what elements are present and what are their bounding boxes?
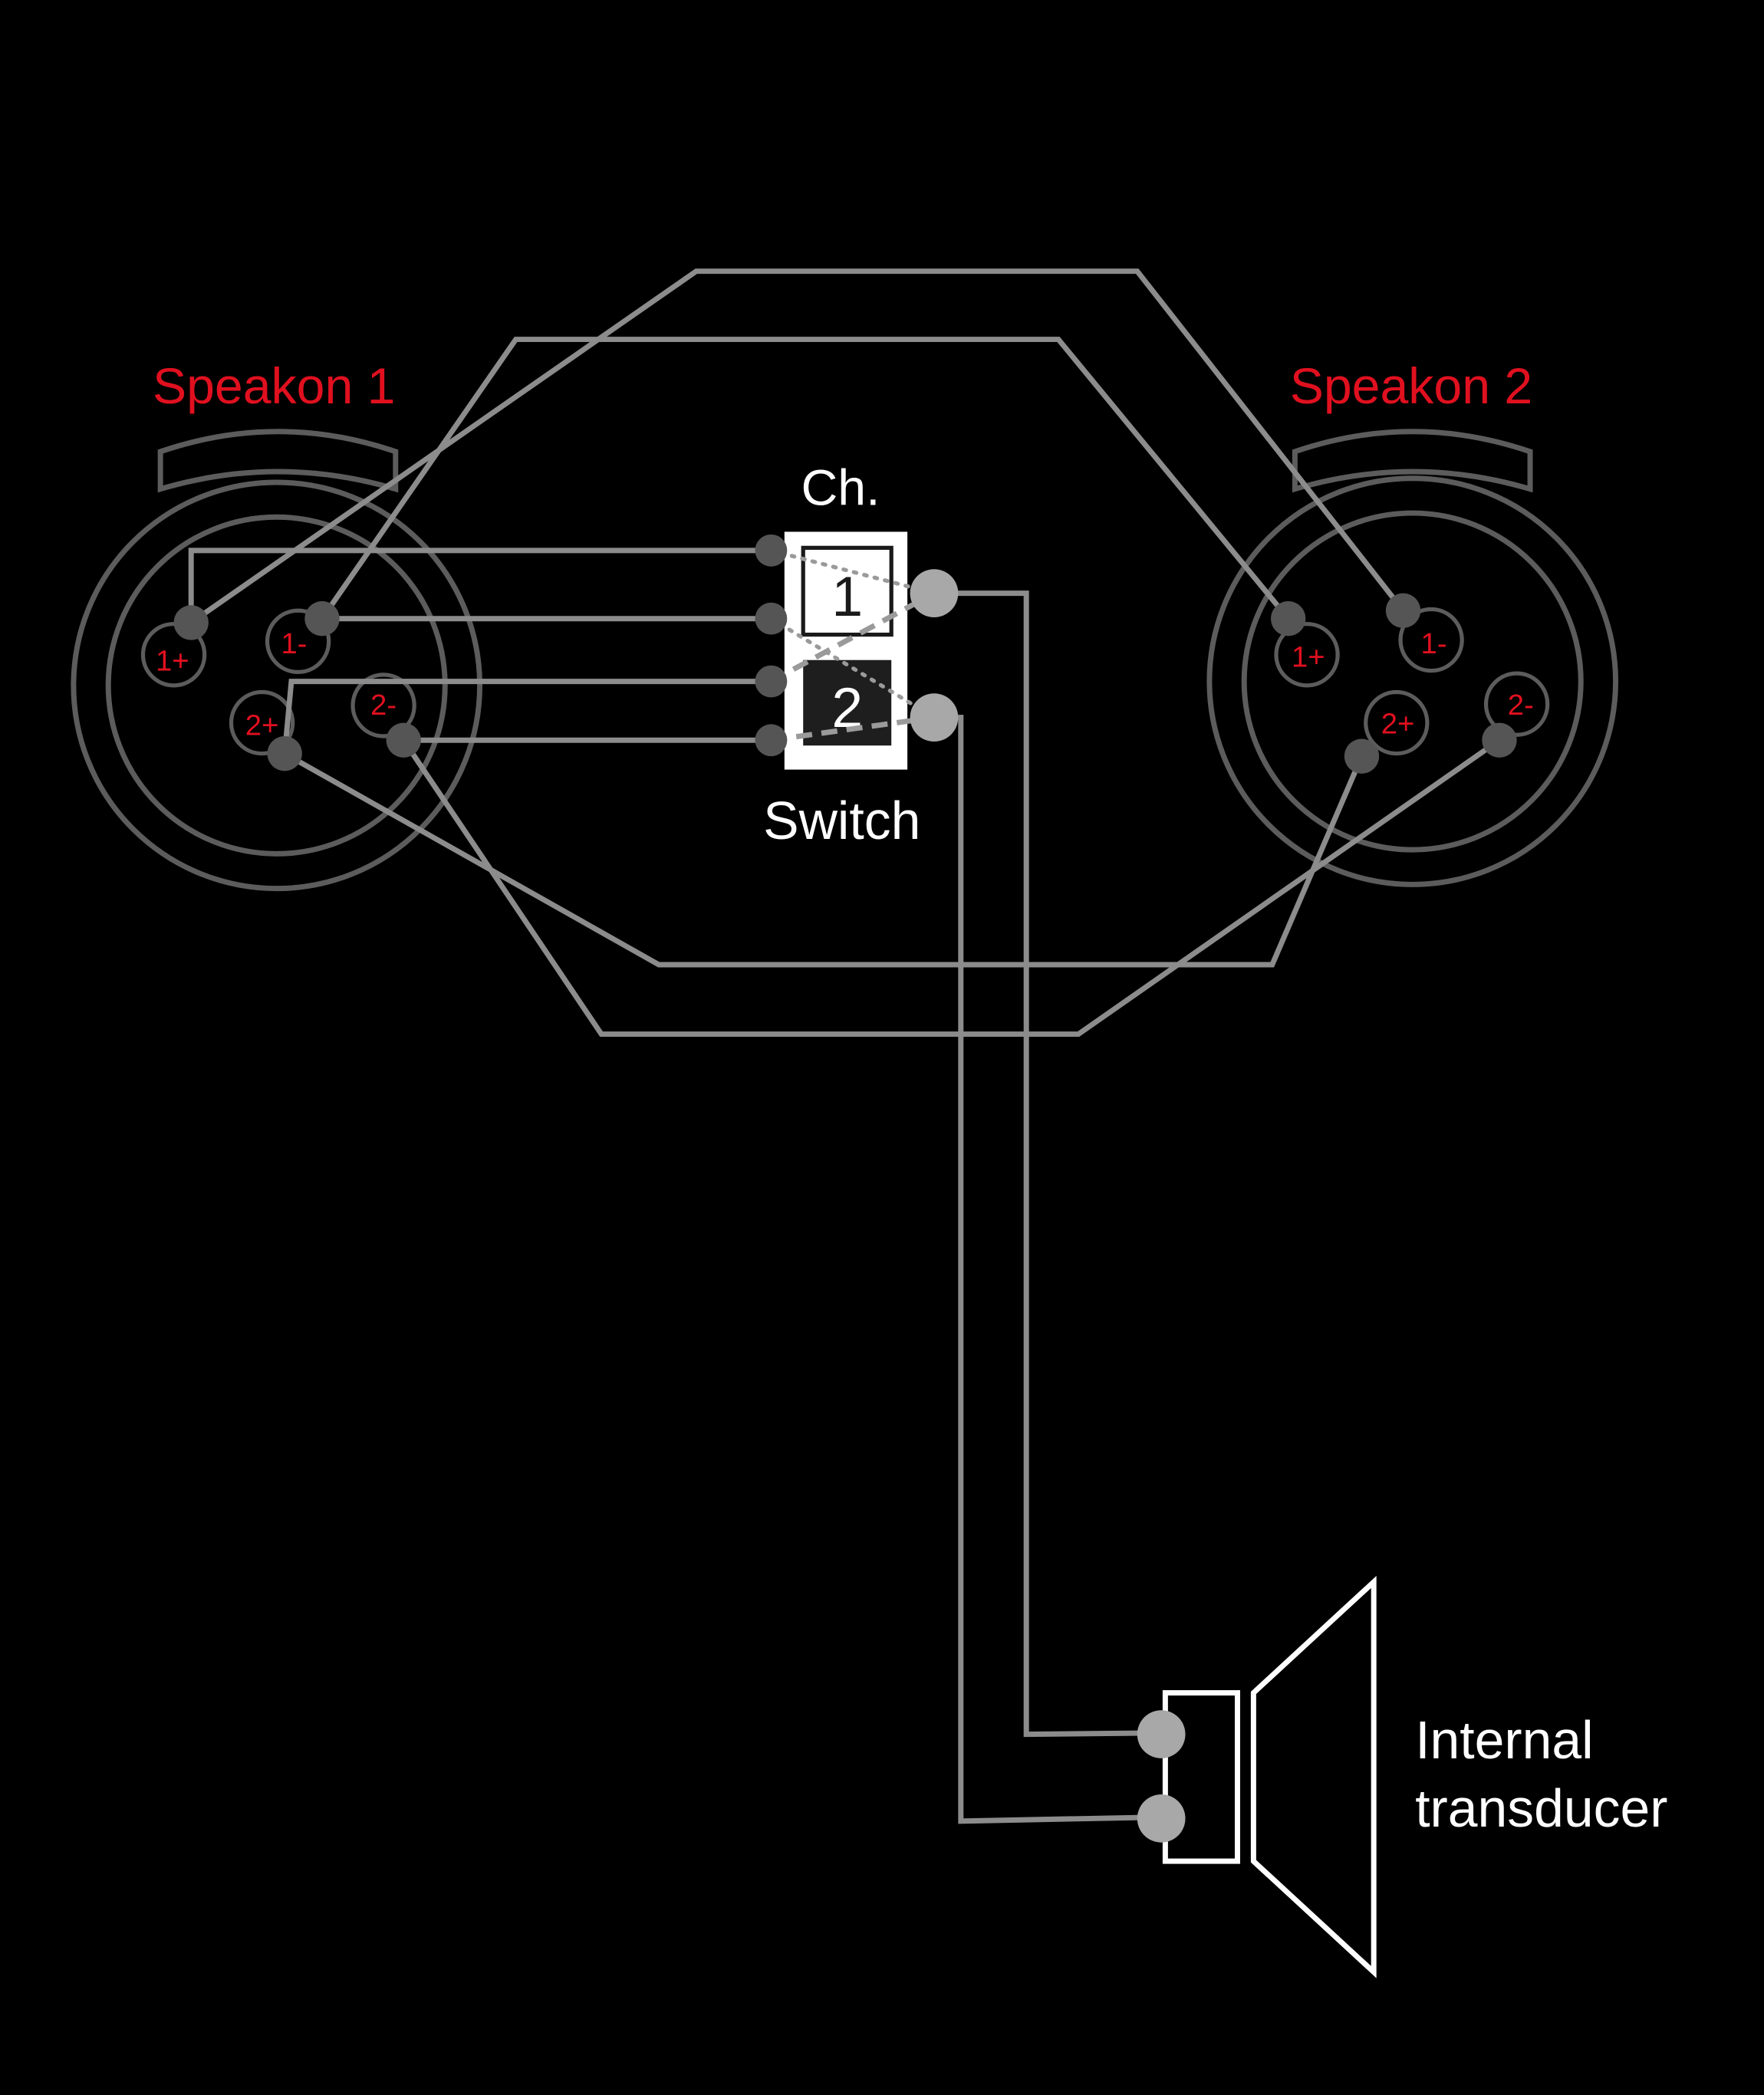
speakon-2-pin-1plus-socket	[1274, 622, 1340, 688]
speakon-2-pin-label-2plus: 2+	[1381, 708, 1415, 741]
wire-2minus-crossover	[401, 738, 1501, 1038]
switch-dashed-path-top	[769, 590, 936, 684]
speakon-2-pin-2minus-dot	[1482, 722, 1517, 758]
wire-s1-1plus-to-switch	[188, 548, 772, 623]
speakon-1-title: Speakon 1	[153, 358, 396, 415]
switch-bottom-label: Switch	[763, 791, 920, 850]
speakon-1-connector	[71, 429, 483, 892]
switch-input-terminal-1	[755, 534, 788, 567]
switch-position-1-label: 1	[831, 565, 863, 628]
switch-dotted-path-bottom	[768, 617, 936, 720]
speakon-2-pin-2plus-dot	[1344, 738, 1380, 774]
transducer-terminal-b	[1137, 1794, 1186, 1843]
speakon-2-pin-2plus-socket	[1364, 689, 1430, 756]
speakon-1-pin-label-1minus: 1-	[281, 627, 307, 660]
transducer-terminal-a	[1137, 1710, 1186, 1758]
speakon-2-connector	[1206, 429, 1619, 887]
switch-dashed-path-bottom	[770, 715, 935, 743]
pin-labels: 1+ 1- 2+ 2- 1+ 1- 2+ 2-	[156, 627, 1534, 742]
wire-1minus-crossover	[320, 337, 1291, 620]
speakon-2-latch	[1292, 429, 1533, 493]
speakon-2-title: Speakon 2	[1290, 358, 1532, 415]
speakon-1-pin-1plus-dot	[173, 605, 209, 640]
speakon-2-pin-2minus-socket	[1483, 671, 1550, 737]
speakon-2-outer-ring	[1206, 475, 1619, 887]
switch-top-label: Ch.	[801, 460, 880, 517]
transducer-label-line2: transducer	[1415, 1778, 1667, 1838]
speakon-2-pin-label-2minus: 2-	[1508, 689, 1534, 722]
speakon-1-pin-1minus-socket	[265, 608, 331, 675]
switch-input-terminal-4	[755, 724, 788, 757]
switch-input-terminal-3	[755, 665, 788, 698]
speakon-1-latch	[157, 429, 399, 493]
switch-input-terminal-2	[755, 602, 788, 635]
channel-switch: Ch. 1 2 Switch	[755, 460, 959, 850]
speakon-1-inner-ring	[105, 514, 448, 857]
transducer-magnet	[1162, 1690, 1240, 1864]
switch-output-terminal-b	[910, 693, 959, 742]
speakon-1-pin-2plus-dot	[267, 736, 302, 771]
transducer-cone-icon	[1250, 1575, 1377, 1978]
speakon-2-pin-label-1minus: 1-	[1421, 627, 1447, 660]
switch-position-1-box	[801, 545, 894, 637]
speakon-2-pin-label-1plus: 1+	[1292, 640, 1325, 673]
internal-transducer: Internal transducer	[1137, 1575, 1667, 1978]
transducer-label-line1: Internal	[1415, 1710, 1593, 1770]
wire-s1-2plus-to-switch	[281, 679, 772, 755]
wire-2plus-crossover	[283, 751, 1364, 968]
speakon-2-inner-ring	[1241, 510, 1584, 853]
wire-switch-to-transducer-b	[933, 715, 1162, 1824]
speakon-1-pin-label-2plus: 2+	[245, 709, 279, 742]
speakon-2-pin-dots	[1271, 593, 1517, 774]
speakon-1-pin-2minus-dot	[386, 722, 421, 758]
speakon-1-pin-label-1plus: 1+	[156, 645, 189, 678]
speakon-1-pin-1minus-dot	[304, 601, 340, 636]
speakon-2-pin-1minus-dot	[1385, 593, 1421, 628]
speakon-1-pin-2plus-socket	[229, 689, 295, 756]
speakon-1-pin-dots	[173, 601, 421, 771]
switch-dotted-path-top	[768, 548, 936, 596]
speakon-1-pin-label-2minus: 2-	[370, 689, 397, 722]
switch-output-terminal-a	[910, 569, 959, 617]
speakon-2-pin-1minus-socket	[1398, 607, 1464, 673]
speakon-2-pin-1plus-dot	[1271, 601, 1306, 636]
speakon-1-pin-2minus-socket	[350, 673, 416, 738]
speakon-1-outer-ring	[71, 479, 483, 892]
wire-switch-to-transducer-a	[933, 590, 1162, 1738]
speakon-1-pin-1plus-socket	[140, 622, 207, 688]
